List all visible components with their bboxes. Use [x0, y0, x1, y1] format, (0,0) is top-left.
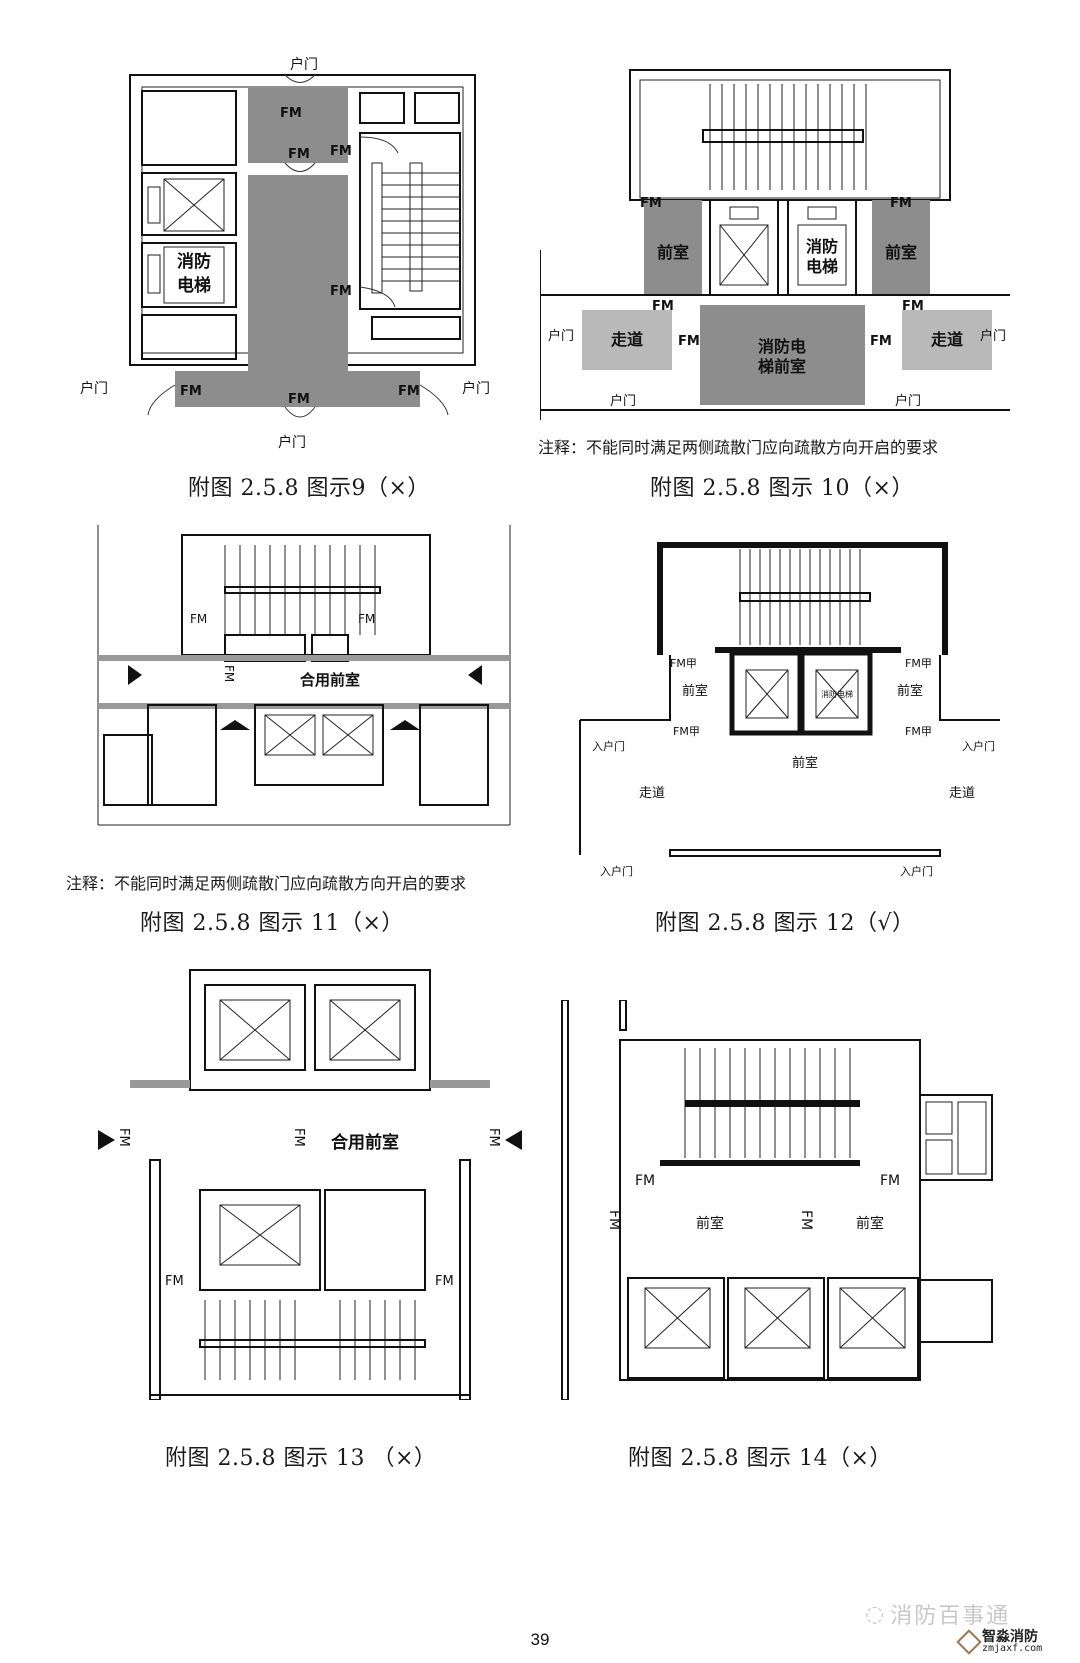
fm-label: FM [165, 1274, 184, 1289]
fm-a-label: FM甲 [670, 657, 697, 670]
figure-9: 消防 电梯 FM FM FM FM FM FM FM 户门 户门 户门 户门 [80, 55, 500, 455]
brand-watermark: 智淼消防 zmjaxf.com [956, 1629, 1043, 1655]
fire-elevator-label: 消防 [177, 251, 211, 272]
floor-plan-12: 消防电梯 前室 前室 前室 走道 走道 FM甲 FM甲 FM甲 FM甲 入户门 … [579, 542, 1000, 878]
anteroom-label: 前室 [856, 1215, 884, 1232]
fire-elevator-label: 消防电梯 [821, 689, 853, 699]
shared-lobby-label: 合用前室 [299, 671, 360, 689]
door-label: 户门 [462, 380, 490, 397]
fm-label: FM [902, 299, 924, 314]
fire-elevator-label: 消防 [806, 237, 838, 256]
fm-label: FM [190, 612, 207, 626]
fm-label: FM [880, 1173, 900, 1189]
fm-label: FM [652, 299, 674, 314]
floor-plan-11: 合用前室 FM FM FM [97, 525, 511, 826]
fm-label: FM [330, 144, 352, 159]
figure-13-caption: 附图 2.5.8 图示 13 （×） [165, 1446, 437, 1471]
corridor-label: 走道 [610, 330, 643, 349]
entry-door-label: 入户门 [600, 864, 633, 878]
figure-11-caption: 附图 2.5.8 图示 11（×） [140, 911, 404, 936]
fm-label: FM [435, 1274, 454, 1289]
door-label: 户门 [290, 56, 318, 73]
fm-label: FM [398, 384, 420, 399]
fm-label: FM [678, 334, 700, 349]
door-label: 户门 [278, 434, 306, 451]
anteroom-label: 前室 [682, 683, 708, 699]
floor-plan-14: 前室 前室 FM FM FM FM [561, 999, 993, 1401]
fm-label: FM [358, 612, 375, 626]
fire-elevator-lobby-label: 消防电 [758, 337, 806, 356]
anteroom-label: 前室 [657, 243, 689, 262]
fm-label: FM [606, 1210, 622, 1230]
figure-12: 消防电梯 前室 前室 前室 走道 走道 FM甲 FM甲 FM甲 FM甲 入户门 … [570, 535, 1010, 880]
door-label: 户门 [80, 380, 108, 397]
door-label: 户门 [895, 393, 921, 409]
fm-label: FM [280, 106, 302, 121]
entry-door-label: 入户门 [592, 739, 625, 753]
entry-door-label: 入户门 [962, 739, 995, 753]
channel-name: 消防百事通 [890, 1604, 1011, 1629]
fm-label: FM [288, 147, 310, 162]
figure-10-note: 注释：不能同时满足两侧疏散门应向疏散方向开启的要求 [538, 438, 939, 457]
door-label: 户门 [980, 328, 1006, 344]
brand-name: 智淼消防 [982, 1629, 1038, 1645]
brand-logo-icon [956, 1629, 982, 1655]
floor-plan-9: 消防 电梯 FM FM FM FM FM FM FM 户门 户门 户门 户门 [80, 56, 490, 451]
figure-14: 前室 前室 FM FM FM FM [550, 999, 1000, 1401]
door-label: 户门 [610, 393, 636, 409]
figure-14-caption: 附图 2.5.8 图示 14（×） [628, 1446, 892, 1471]
anteroom-label: 前室 [885, 243, 917, 262]
fm-label: FM [798, 1210, 814, 1230]
fm-a-label: FM甲 [905, 657, 932, 670]
fm-label: FM [640, 196, 662, 211]
fm-label: FM [288, 392, 310, 407]
figure-11: 合用前室 FM FM FM [90, 525, 520, 845]
fire-elevator-label: 电梯 [177, 275, 211, 296]
fm-label: FM [890, 196, 912, 211]
fm-label: FM [116, 1128, 131, 1147]
figure-9-caption: 附图 2.5.8 图示9（×） [188, 476, 430, 501]
entry-door-label: 入户门 [900, 864, 933, 878]
anteroom-label: 前室 [696, 1215, 724, 1232]
floor-plan-10: 前室 前室 消防 电梯 走道 走道 消防电 梯前室 FM FM FM FM FM… [539, 69, 1010, 420]
corridor-label: 走道 [930, 330, 963, 349]
fm-label: FM [870, 334, 892, 349]
anteroom-label: 前室 [897, 683, 923, 699]
corridor-label: 走道 [949, 786, 975, 801]
fm-a-label: FM甲 [673, 725, 700, 738]
shared-lobby-label: 合用前室 [331, 1132, 399, 1153]
floor-plan-13: 合用前室 FM FM FM FM FM [98, 969, 522, 1401]
figure-10: 前室 前室 消防 电梯 走道 走道 消防电 梯前室 FM FM FM FM FM… [539, 60, 1010, 420]
fm-label: FM [222, 665, 236, 682]
corridor-label: 走道 [639, 786, 665, 801]
fire-elevator-lobby-label: 梯前室 [758, 357, 806, 376]
page-number: 39 [530, 1630, 550, 1649]
fm-label: FM [330, 284, 352, 299]
fm-label: FM [486, 1128, 501, 1147]
fm-label: FM [180, 384, 202, 399]
fm-a-label: FM甲 [905, 725, 932, 738]
wechat-watermark: ◌ 消防百事通 [865, 1598, 1010, 1630]
figure-11-note: 注释：不能同时满足两侧疏散门应向疏散方向开启的要求 [66, 874, 467, 893]
figure-10-caption: 附图 2.5.8 图示 10（×） [650, 476, 914, 501]
figure-13: 合用前室 FM FM FM FM FM [90, 960, 530, 1401]
anteroom-label: 前室 [792, 755, 818, 771]
brand-site: zmjaxf.com [982, 1643, 1043, 1654]
wechat-icon: ◌ [865, 1601, 885, 1627]
door-label: 户门 [548, 328, 574, 344]
fire-elevator-label: 电梯 [806, 257, 838, 276]
fm-label: FM [635, 1173, 655, 1189]
fm-label: FM [291, 1128, 306, 1147]
figure-12-caption: 附图 2.5.8 图示 12（√） [655, 911, 915, 936]
